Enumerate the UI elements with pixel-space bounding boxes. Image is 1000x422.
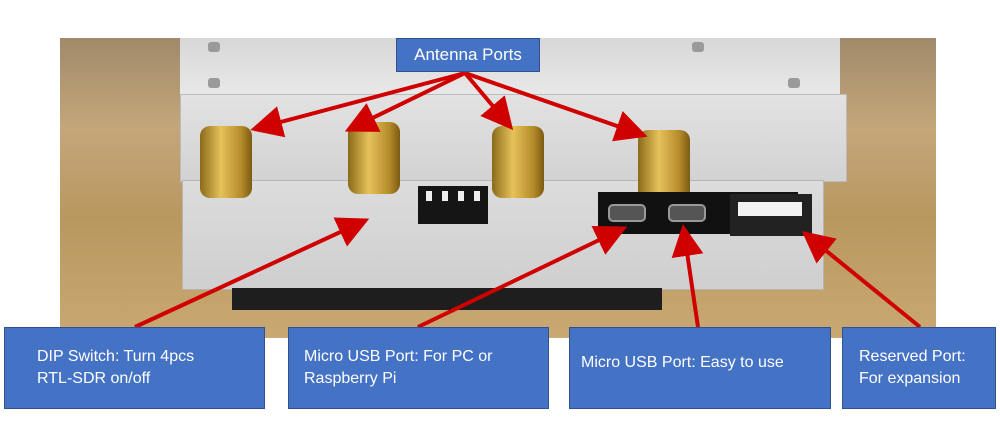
callout-text-line2: For expansion [859, 370, 961, 387]
arrow-reserved-port [801, 230, 922, 329]
arrow-antenna-3 [463, 71, 514, 131]
antenna-port-4 [638, 130, 690, 202]
screw [692, 42, 704, 52]
device-photo [60, 38, 936, 338]
callout-reserved-port: Reserved Port: For expansion [842, 327, 996, 409]
callout-text-line1: Micro USB Port: For PC or [304, 348, 493, 365]
device-base [232, 288, 662, 310]
callout-dip-switch: DIP Switch: Turn 4pcs RTL-SDR on/off [4, 327, 265, 409]
callout-text-line1: Micro USB Port: Easy to use [581, 354, 784, 371]
callout-text-line1: Reserved Port: [859, 348, 966, 365]
micro-usb-port-1 [608, 204, 646, 222]
callout-text-line2: RTL-SDR on/off [37, 370, 151, 387]
callout-text-line2: Raspberry Pi [304, 370, 397, 387]
arrow-micro-usb-2 [671, 224, 704, 328]
screw [788, 78, 800, 88]
antenna-ports-text: Antenna Ports [414, 45, 522, 64]
antenna-port-3 [492, 126, 544, 198]
antenna-port-1 [200, 126, 252, 198]
callout-micro-usb-easy: Micro USB Port: Easy to use [569, 327, 831, 409]
screw [208, 78, 220, 88]
arrow-antenna-4 [464, 71, 648, 142]
arrow-antenna-1 [250, 71, 466, 138]
antenna-ports-label: Antenna Ports [396, 38, 540, 72]
arrow-dip-switch [134, 217, 370, 329]
callout-micro-usb-pc: Micro USB Port: For PC or Raspberry Pi [288, 327, 549, 409]
callout-text-line1: DIP Switch: Turn 4pcs [37, 348, 195, 365]
dip-switch [418, 186, 488, 224]
usb-a-port [730, 194, 812, 236]
screw [208, 42, 220, 52]
arrow-antenna-2 [344, 71, 466, 132]
antenna-port-2 [348, 122, 400, 194]
arrow-micro-usb-1 [417, 225, 628, 329]
micro-usb-port-2 [668, 204, 706, 222]
